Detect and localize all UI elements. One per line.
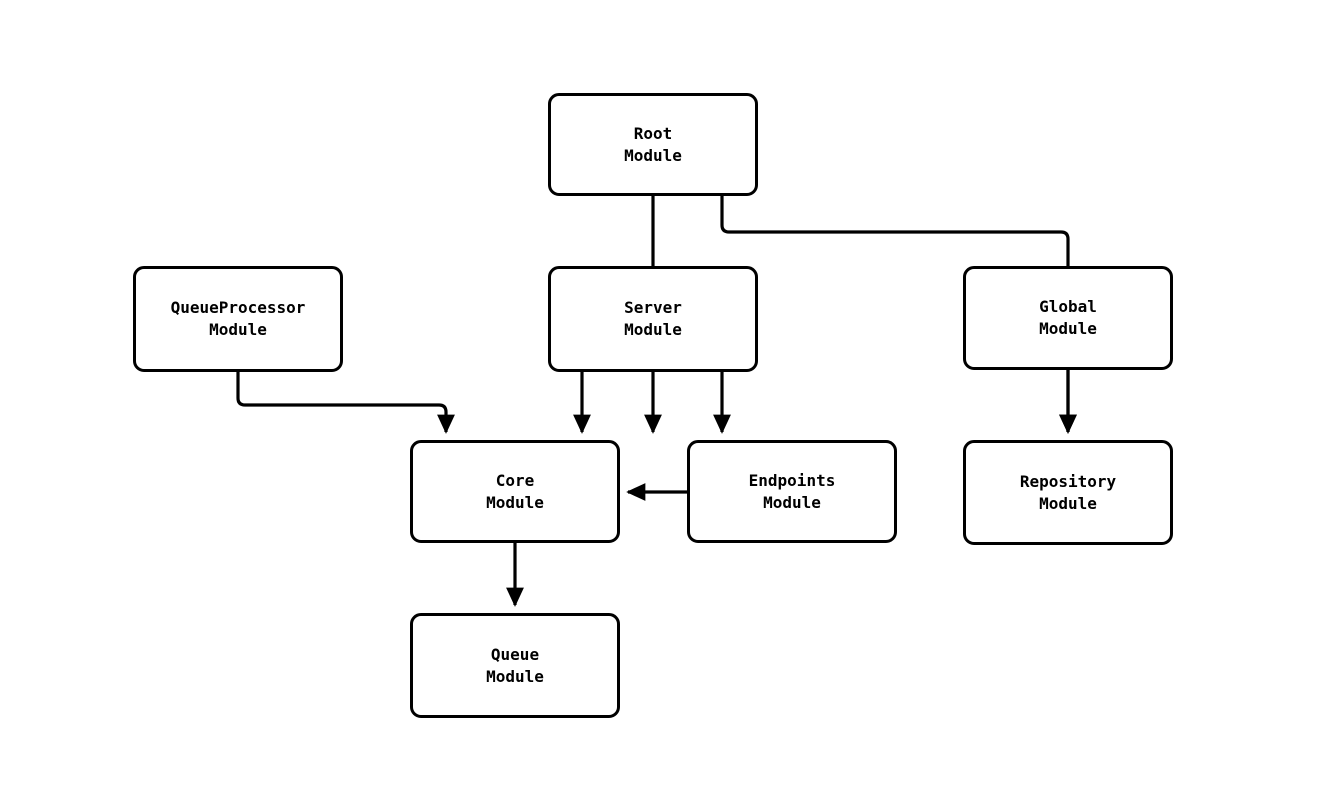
node-server-module-line2: Module	[624, 320, 682, 339]
node-endpoints-module[interactable]: Endpoints Module	[687, 440, 897, 543]
node-repository-module[interactable]: Repository Module	[963, 440, 1173, 545]
edge-root-to-global	[720, 196, 1077, 434]
node-core-module-line2: Module	[486, 492, 544, 512]
edge-queueprocessor-to-core	[236, 372, 455, 434]
node-core-module[interactable]: Core Module	[410, 440, 620, 543]
node-endpoints-module-line2: Module	[763, 492, 821, 512]
node-root-module-line1: Root	[633, 123, 673, 143]
node-endpoints-module-line1: Endpoints	[748, 470, 836, 490]
node-server-module[interactable]: Server Module	[548, 266, 758, 372]
node-global-module-line1: Global	[1039, 297, 1097, 316]
node-root-module-line2: Module	[624, 145, 682, 165]
node-queue-module-line1: Queue	[490, 644, 540, 664]
node-global-module[interactable]: Global Module	[963, 266, 1173, 370]
node-queue-module-line2: Module	[486, 666, 544, 686]
node-queue-module[interactable]: Queue Module	[410, 613, 620, 718]
node-queueprocessor-module[interactable]: QueueProcessor Module	[133, 266, 343, 372]
node-queueprocessor-module-line2: Module	[209, 320, 267, 339]
node-queueprocessor-module-line1: QueueProcessor	[170, 298, 306, 317]
node-root-module[interactable]: Root Module	[548, 93, 758, 196]
node-server-module-line1: Server	[624, 298, 682, 317]
node-repository-module-line1: Repository	[1019, 471, 1117, 491]
node-global-module-line2: Module	[1039, 319, 1097, 338]
node-repository-module-line2: Module	[1039, 493, 1097, 513]
node-core-module-line1: Core	[495, 470, 535, 490]
